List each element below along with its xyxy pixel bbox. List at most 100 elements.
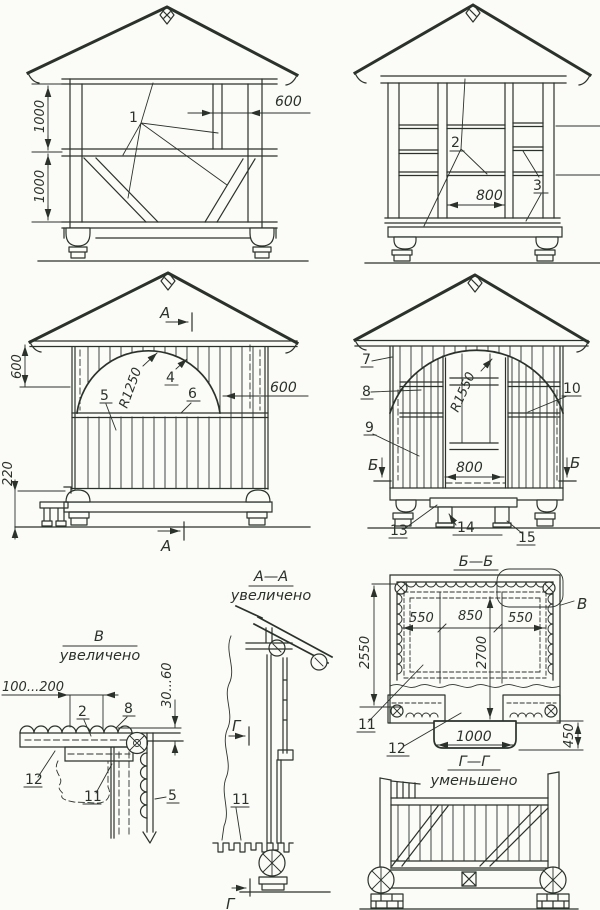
roof-finial (467, 273, 483, 293)
section-aa-subtitle: увеличено (230, 588, 312, 604)
dim-600-gable: 600 (10, 354, 25, 379)
roof (26, 5, 300, 86)
dim-450: 450 (518, 720, 584, 751)
section-aa-title: А—А (253, 569, 288, 585)
callout-11-aa: 11 (230, 792, 250, 841)
view-gg-title: Г—Г (459, 754, 492, 770)
section-mark-a-bottom: А (157, 521, 185, 555)
roof (352, 3, 593, 86)
dim-30-60: 30...60 (160, 663, 175, 708)
plan-bb-heading: Б—Б (453, 554, 499, 571)
bench-hidden-lines (403, 591, 547, 679)
rails-left (399, 381, 444, 418)
view-gg-subtitle: уменьшено (429, 773, 517, 789)
detail-v-callout-frame: В (496, 568, 587, 613)
view-gg-drawing (359, 771, 579, 910)
dim-top-600: 600 (187, 94, 311, 117)
detail-v-mark: В (577, 595, 587, 613)
step-notch (63, 486, 72, 494)
brick-pad-right (536, 893, 570, 909)
plan-part-12: 12 (388, 741, 406, 757)
detail-part-12: 12 (25, 772, 43, 788)
view-gg: Г—Г уменьшено (359, 754, 579, 910)
part-label-9: 9 (365, 420, 374, 436)
roof-finial (160, 271, 176, 291)
detail-part-2: 2 (78, 704, 87, 720)
dim-right-600: 600 (222, 380, 309, 400)
callout-4: 4 (164, 358, 188, 386)
radius-r1550: R1550 (448, 358, 493, 415)
rim-band (387, 869, 551, 889)
beam-section (461, 871, 477, 887)
section-mark-b-left: Б (368, 456, 392, 482)
part-label-7: 7 (362, 352, 371, 368)
braces (83, 157, 256, 223)
detail-v-heading: В увеличено (59, 629, 141, 664)
bracket-scroll (55, 760, 110, 804)
dim-gable-600: 600 (10, 344, 71, 388)
callout-15: 15 (506, 520, 536, 546)
frame-posts (61, 78, 278, 229)
section-part-11: 11 (232, 792, 250, 808)
part-label-8: 8 (362, 384, 371, 400)
section-mark-b-right: Б (558, 454, 580, 482)
detail-part-11: 11 (84, 789, 102, 805)
dim-1000-label: 1000 (456, 729, 492, 745)
part-label-14: 14 (457, 520, 475, 536)
callout-10: 10 (527, 381, 582, 413)
roof-finial (465, 3, 481, 23)
section-aa-drawing (212, 604, 334, 893)
baluster-ends (212, 842, 294, 853)
callout-1: 1 (122, 82, 228, 199)
dim-door-800: 800 (444, 460, 505, 481)
dim-plinth-220: 220 (1, 461, 66, 540)
section-b-right-label: Б (570, 454, 580, 472)
dim-800: 800 (446, 188, 506, 209)
scallops-top (405, 581, 547, 588)
frame-members (384, 82, 600, 224)
plan-bb-title: Б—Б (459, 554, 493, 570)
callout-12-plan: 12 (386, 712, 462, 757)
part-label-6: 6 (188, 386, 197, 402)
section-mark-g-bottom: Г (226, 878, 251, 910)
detail-v-frame (496, 568, 564, 608)
dim-600-top: 600 (275, 94, 302, 110)
part-label-2: 2 (451, 135, 460, 151)
arch-r1550 (388, 349, 565, 415)
part-label-13: 13 (390, 523, 408, 539)
section-mark-a-top: А (159, 304, 193, 332)
dim-850: 850 (458, 609, 483, 624)
rails-right (507, 381, 561, 418)
dim-height-lower: 1000 (33, 153, 52, 221)
part-label-5: 5 (100, 388, 109, 404)
roof (27, 271, 300, 354)
break-line (221, 635, 233, 841)
plan-walls (389, 574, 561, 724)
foundation (14, 486, 311, 528)
corner-planks (390, 780, 421, 799)
rails (390, 797, 549, 869)
callout-3: 3 (522, 150, 549, 222)
dim-600-right: 600 (270, 380, 297, 396)
detail-v-subtitle: увеличено (59, 648, 141, 664)
foundation (367, 487, 600, 529)
callout-9: 9 (363, 420, 420, 457)
dim-1000-step: 1000 (435, 729, 515, 749)
callout-11-plan: 11 (356, 664, 424, 733)
foundation (37, 227, 309, 262)
roof-finial (159, 5, 175, 25)
dim-1000-upper: 1000 (33, 100, 48, 133)
section-a-bottom-label: А (160, 537, 171, 555)
dim-2700: 2700 (475, 596, 494, 720)
callout-2: 2 (423, 78, 488, 227)
callout-8: 8 (360, 384, 422, 400)
callout-5: 5 (99, 388, 117, 431)
part-label-4: 4 (166, 370, 175, 386)
break-line (389, 684, 561, 688)
dim-100-200: 100...200 (2, 680, 64, 695)
view-gg-heading: Г—Г уменьшено (429, 754, 517, 789)
callout-14: 14 (448, 513, 503, 536)
dim-2550-label: 2550 (358, 636, 373, 669)
view-frame-front: 1000 1000 600 1 (26, 5, 311, 262)
